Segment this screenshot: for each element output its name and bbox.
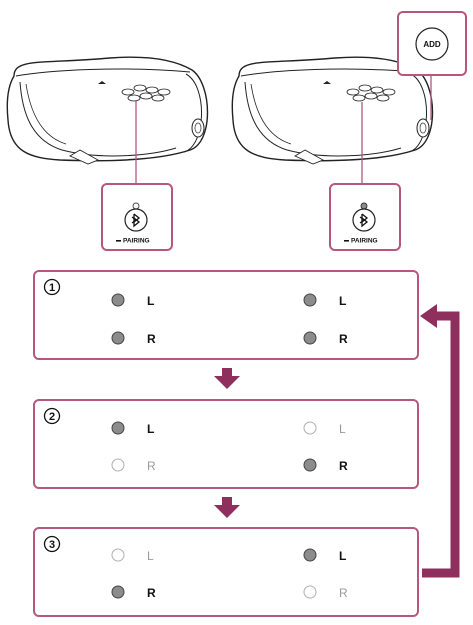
- state-1-right-lamp-l: [303, 293, 317, 307]
- state-panel-1: 1 L R L R: [33, 270, 419, 360]
- state-2-left-lamp-l: [111, 421, 125, 435]
- state-3-right-label-l: L: [339, 549, 346, 563]
- state-3-right-lamps: L R: [303, 548, 348, 600]
- state-3-right-lamp-l: [303, 548, 317, 562]
- add-button-label: ADD: [423, 40, 441, 49]
- pairing-label-left: PAIRING: [123, 238, 150, 245]
- state-2-right-label-l: L: [339, 422, 346, 436]
- state-3-left-lamp-r: [111, 585, 125, 599]
- bluetooth-button-right: [352, 208, 376, 232]
- pairing-indicator-lamp-left: [132, 202, 140, 210]
- state-2-right-lamp-l: [303, 421, 317, 435]
- down-arrow-2-to-3: [214, 497, 240, 518]
- pairing-dash-right: [344, 240, 349, 242]
- state-2-right-lamp-r: [303, 458, 317, 472]
- state-1-left-label-l: L: [147, 294, 154, 308]
- state-3-right-lamp-r: [303, 585, 317, 599]
- state-3-left-label-r: R: [147, 586, 156, 600]
- state-number-1: 1: [49, 282, 55, 294]
- state-3-left-lamp-l: [111, 548, 125, 562]
- down-arrow-1-to-2: [214, 368, 240, 389]
- state-1-right-label-r: R: [339, 332, 348, 346]
- pairing-callout-right: PAIRING: [329, 183, 401, 251]
- pairing-dash-left: [116, 240, 121, 242]
- state-1-left-lamp-r: [111, 331, 125, 345]
- state-1-left-lamp-l: [111, 293, 125, 307]
- state-number-3: 3: [49, 539, 55, 551]
- state-3-left-label-l: L: [147, 549, 154, 563]
- state-2-right-lamps: L R: [303, 421, 348, 473]
- speaker-left: [6, 56, 209, 165]
- state-3-left-lamps: L R: [111, 548, 156, 600]
- state-3-right-label-r: R: [339, 586, 348, 600]
- state-1-right-label-l: L: [339, 294, 346, 308]
- state-panel-3: 3 L R L R: [33, 527, 419, 617]
- loop-back-arrow-head: [420, 304, 437, 328]
- state-1-right-lamp-r: [303, 331, 317, 345]
- state-2-left-label-l: L: [147, 422, 154, 436]
- pairing-callout-left: PAIRING: [101, 183, 173, 251]
- state-1-right-lamps: L R: [303, 293, 348, 346]
- bluetooth-button-left: [124, 208, 148, 232]
- state-1-left-lamps: L R: [111, 293, 156, 346]
- state-2-left-label-r: R: [147, 459, 156, 473]
- state-2-left-lamps: L R: [111, 421, 156, 473]
- state-2-left-lamp-r: [111, 458, 125, 472]
- add-button: [415, 27, 449, 61]
- add-callout: ADD: [397, 11, 467, 76]
- loop-back-arrow: [422, 311, 460, 578]
- state-1-left-label-r: R: [147, 332, 156, 346]
- state-panel-2: 2 L R L R: [33, 399, 419, 489]
- pairing-label-right: PAIRING: [351, 238, 378, 245]
- pairing-indicator-lamp-right: [360, 202, 368, 210]
- state-number-2: 2: [49, 411, 55, 423]
- state-2-right-label-r: R: [339, 459, 348, 473]
